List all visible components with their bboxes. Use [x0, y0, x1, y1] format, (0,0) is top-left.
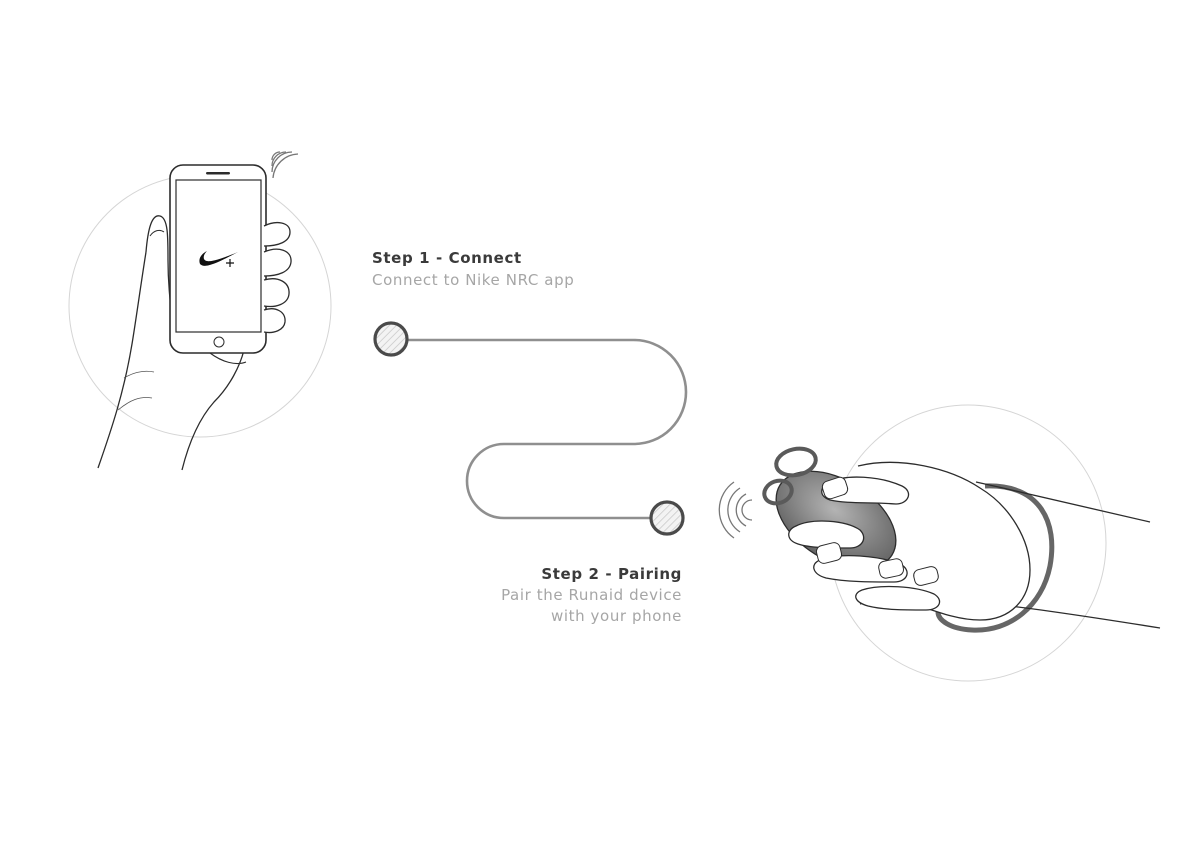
left-forearm: [97, 251, 147, 469]
step1-description: Connect to Nike NRC app: [372, 271, 575, 289]
phone-illustration: [68, 151, 332, 471]
left-thumb: [145, 215, 173, 319]
phone-screen: [175, 179, 262, 333]
phone-home-button: [213, 336, 225, 348]
signal-waves-icon: [271, 151, 299, 179]
step1-title: Step 1 - Connect: [372, 249, 522, 267]
signal-waves-icon: [718, 481, 753, 539]
step2-description-line2: with your phone: [550, 607, 682, 625]
swoosh-plus-icon: [199, 251, 238, 267]
device-clip-loops: [762, 446, 818, 506]
device-illustration: [718, 404, 1161, 682]
connector-path: [408, 338, 688, 520]
step1-node: [373, 321, 409, 357]
device-band: [935, 483, 1055, 633]
step2-title: Step 2 - Pairing: [541, 565, 682, 583]
step2-node: [649, 500, 685, 536]
right-forearm: [975, 481, 1151, 523]
left-wrist: [181, 349, 245, 471]
left-fingers: [263, 221, 292, 334]
step2-description-line1: Pair the Runaid device: [501, 586, 682, 604]
